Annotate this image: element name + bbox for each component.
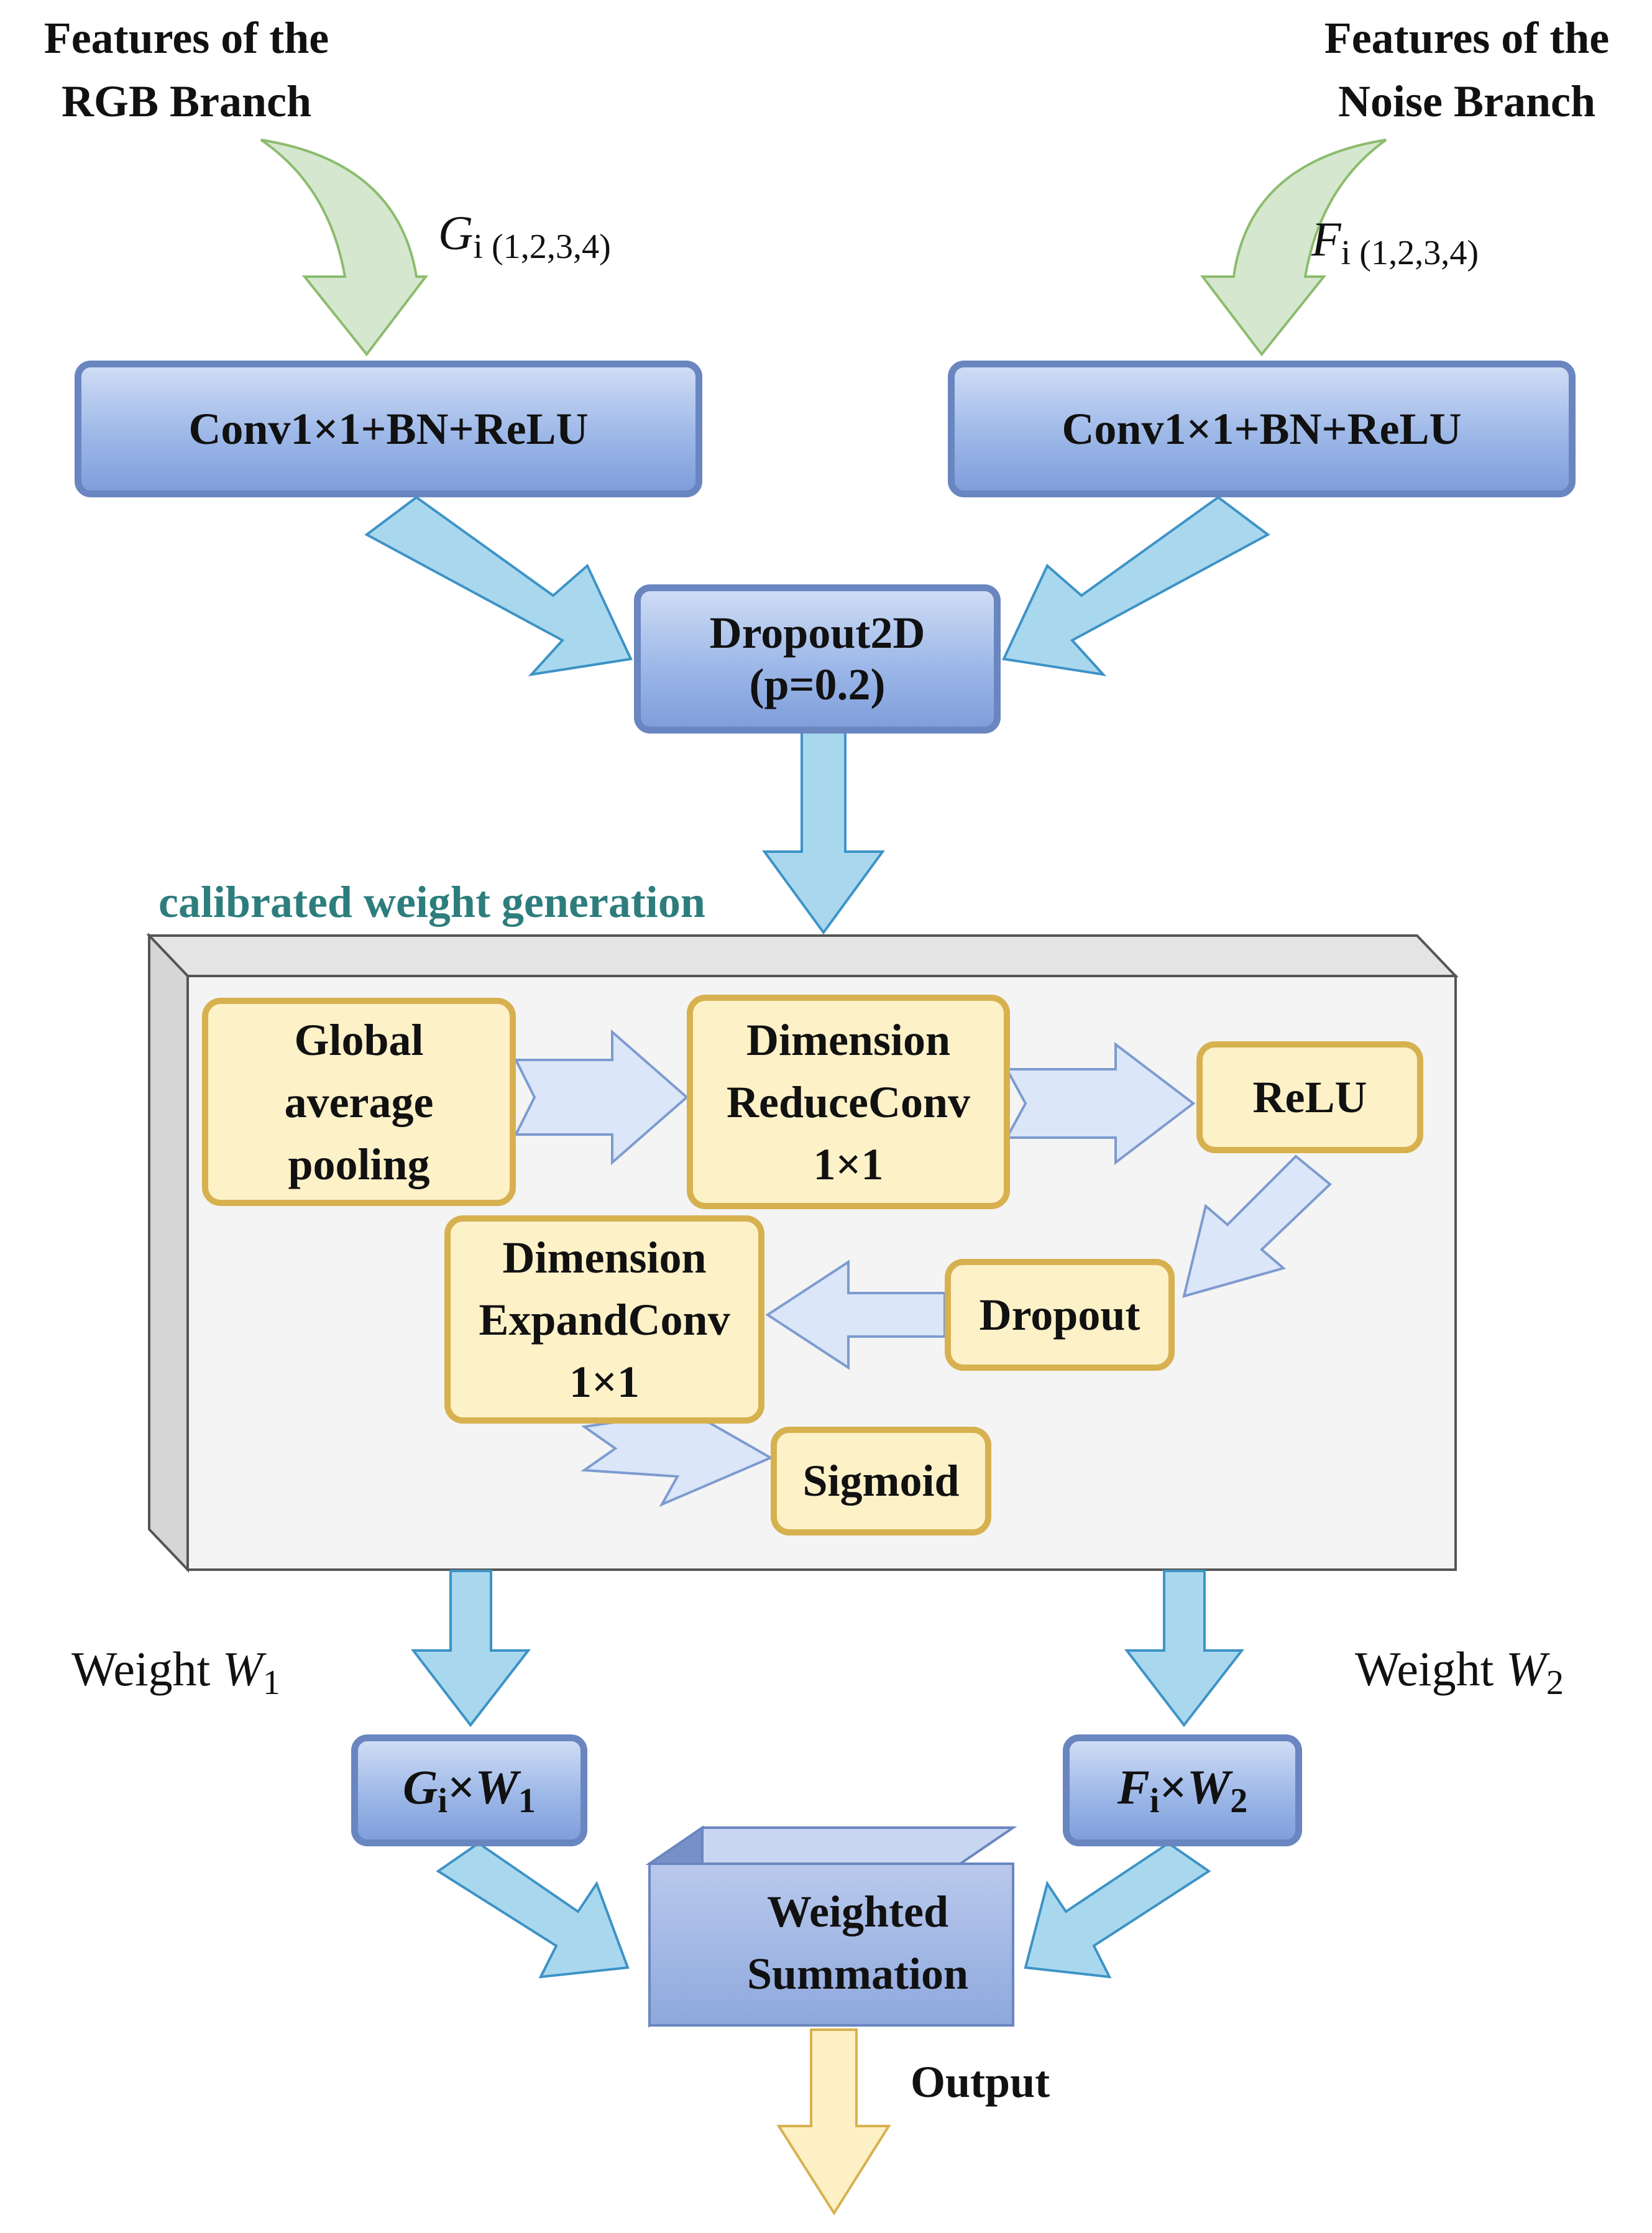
- weight-w1-label: Weight W1: [71, 1642, 280, 1703]
- conv-right-box: Conv1×1+BN+ReLU: [948, 361, 1576, 497]
- dropout-to-expand-arrow: [765, 1259, 946, 1370]
- left-product-box: Gi×W1: [351, 1734, 587, 1846]
- weighted-summation-label: Weighted Summation: [746, 1887, 969, 1999]
- weight-w2-label: Weight W2: [1355, 1642, 1564, 1703]
- noise-branch-label: Features of the Noise Branch: [1324, 13, 1610, 126]
- cwg-to-left-product-arrow: [410, 1570, 531, 1728]
- cwg-title: calibrated weight generation: [158, 877, 705, 927]
- reduce-to-relu-arrow: [1004, 1041, 1196, 1166]
- weighted-summation-box: [645, 1825, 1017, 2028]
- dropout-to-cwg-arrow: [762, 726, 885, 935]
- noise-input-arrow: [1200, 139, 1387, 357]
- gap-box: Global average pooling: [202, 998, 516, 1206]
- conv-right-to-dropout-arrow: [1002, 495, 1270, 676]
- expand-conv-box: Dimension ExpandConv 1×1: [444, 1215, 764, 1424]
- output-label: Output: [911, 2057, 1050, 2107]
- sigmoid-box: Sigmoid: [771, 1427, 991, 1535]
- right-product-box: Fi×W2: [1063, 1734, 1302, 1846]
- dropout-box: Dropout: [945, 1259, 1175, 1371]
- dropout2d-box: Dropout2D (p=0.2): [634, 584, 1001, 734]
- conv-left-to-dropout-arrow: [364, 495, 633, 676]
- gap-to-reduce-arrow: [513, 1029, 689, 1166]
- right-product-to-sum-arrow: [1024, 1841, 1211, 1979]
- conv-left-box: Conv1×1+BN+ReLU: [75, 361, 702, 497]
- rgb-branch-label: Features of the RGB Branch: [44, 13, 329, 126]
- output-arrow: [776, 2028, 891, 2216]
- reduce-conv-box: Dimension ReduceConv 1×1: [687, 995, 1010, 1209]
- relu-box: ReLU: [1196, 1041, 1423, 1153]
- rgb-feature-variable: Gi (1,2,3,4): [438, 206, 611, 267]
- left-product-to-sum-arrow: [436, 1841, 630, 1979]
- noise-feature-variable: Fi (1,2,3,4): [1311, 212, 1479, 273]
- rgb-input-arrow: [260, 139, 429, 357]
- relu-to-dropout-arrow: [1182, 1154, 1333, 1298]
- cwg-to-right-product-arrow: [1124, 1570, 1245, 1728]
